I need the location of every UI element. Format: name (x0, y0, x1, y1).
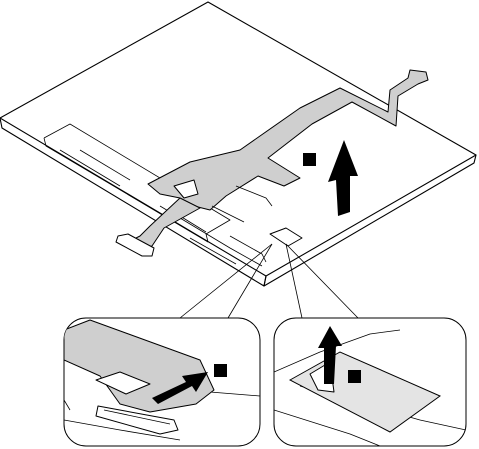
main-panel (0, 2, 476, 286)
callout-connector-slide-out (64, 318, 260, 446)
step-marker-square (303, 153, 316, 166)
step-marker-square (214, 364, 227, 377)
callout-leaders (180, 244, 358, 318)
callout-tape-lift-up (274, 318, 466, 446)
step-marker-square (348, 370, 361, 383)
flat-cable (116, 70, 428, 256)
up-arrow-icon (328, 140, 358, 216)
